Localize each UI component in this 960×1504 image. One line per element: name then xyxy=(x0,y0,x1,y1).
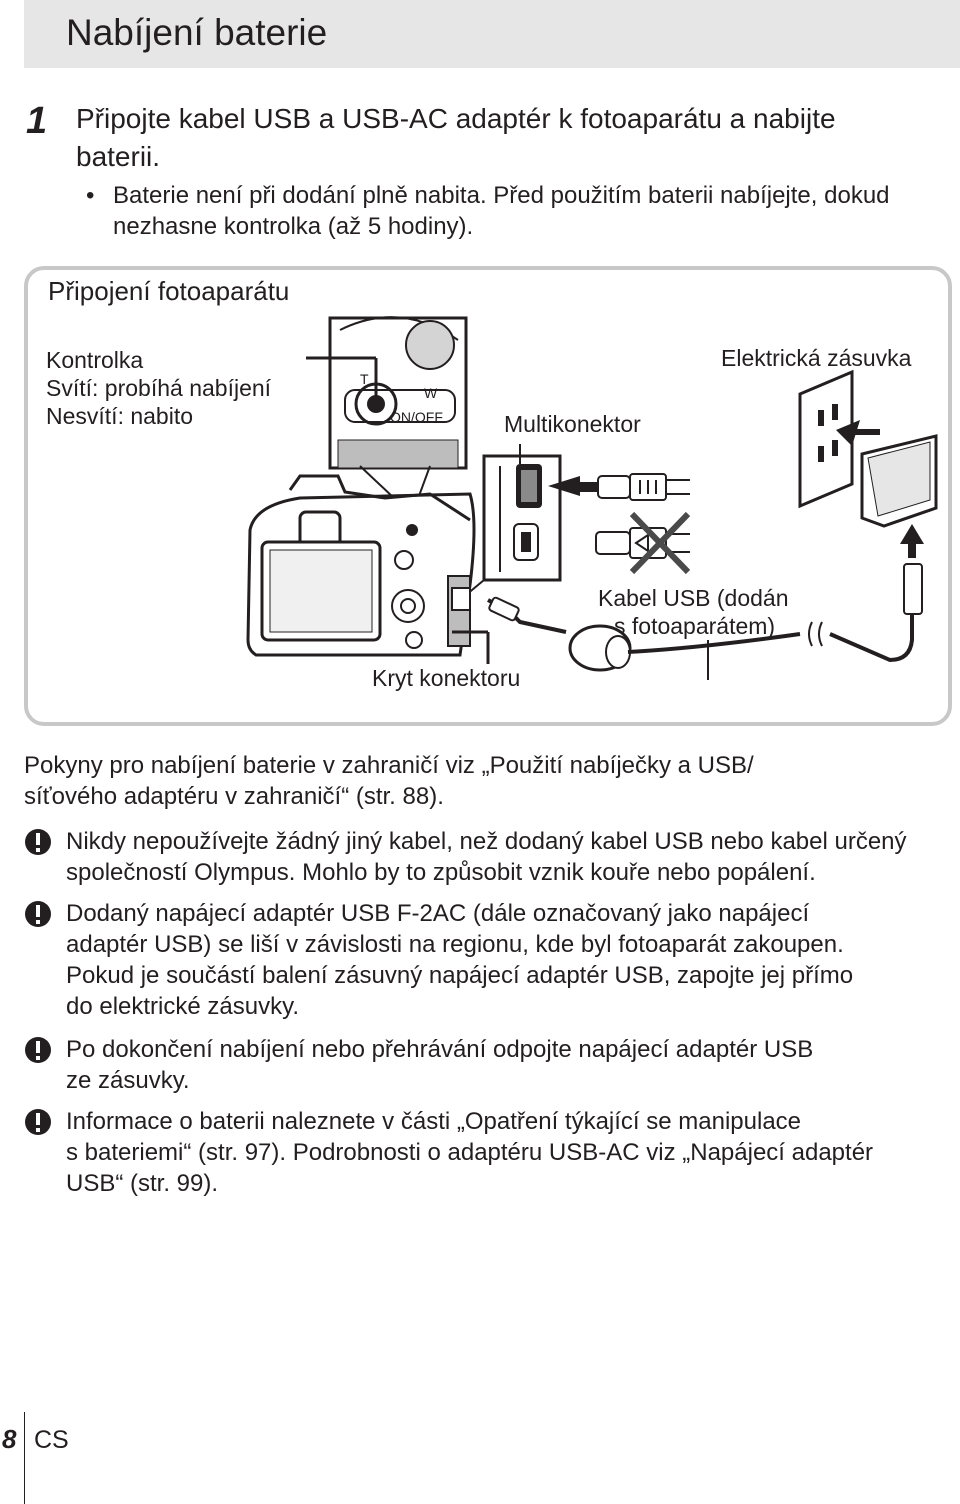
language-code: CS xyxy=(34,1426,69,1454)
bullet-text-line-2: nezhasne kontrolka (až 5 hodiny). xyxy=(113,213,474,240)
warning-line: do elektrické zásuvky. xyxy=(66,993,299,1020)
warning-line: společností Olympus. Mohlo by to způsobi… xyxy=(66,859,816,886)
step-instruction: Připojte kabel USB a USB-AC adaptér k fo… xyxy=(76,100,946,176)
page-number: 8 xyxy=(2,1424,17,1454)
label-sviti: Svítí: probíhá nabíjení xyxy=(46,375,272,401)
footer-divider xyxy=(24,1412,25,1504)
label-nesviti: Nesvítí: nabito xyxy=(46,403,194,429)
warning-line: ze zásuvky. xyxy=(66,1067,190,1094)
warning-icon xyxy=(25,1037,51,1063)
foreign-charging-note: Pokyny pro nabíjení baterie v zahraničí … xyxy=(24,750,944,812)
warning-text: Po dokončení nabíjení nebo přehrávání od… xyxy=(66,1034,956,1096)
step-instruction-line-2: baterii. xyxy=(76,141,161,172)
label-multikonektor: Multikonektor xyxy=(504,411,641,437)
label-kryt-konektoru: Kryt konektoru xyxy=(372,665,521,691)
warning-text: Informace o baterii naleznete v části „O… xyxy=(66,1106,956,1199)
warning-line: Nikdy nepoužívejte žádný jiný kabel, než… xyxy=(66,828,907,855)
warning-text: Nikdy nepoužívejte žádný jiný kabel, než… xyxy=(66,826,956,888)
title-bar: Nabíjení baterie xyxy=(24,0,960,68)
warning-line: adaptér USB) se liší v závislosti na reg… xyxy=(66,931,844,958)
note-line-2: síťového adaptéru v zahraničí“ (str. 88)… xyxy=(24,783,444,810)
step-number: 1 xyxy=(26,100,48,142)
connection-diagram-box xyxy=(24,266,952,726)
warning-text: Dodaný napájecí adaptér USB F-2AC (dále … xyxy=(66,898,956,1022)
label-kabel-usb-2: s fotoaparátem) xyxy=(614,613,776,639)
page-title: Nabíjení baterie xyxy=(66,12,328,53)
warning-line: Informace o baterii naleznete v části „O… xyxy=(66,1108,802,1135)
warning-icon xyxy=(25,1109,51,1135)
warning-line: Po dokončení nabíjení nebo přehrávání od… xyxy=(66,1036,814,1063)
warning-icon xyxy=(25,901,51,927)
warning-line: Dodaný napájecí adaptér USB F-2AC (dále … xyxy=(66,900,810,927)
warning-icon xyxy=(25,829,51,855)
bullet-dot: • xyxy=(86,182,95,209)
bullet-text-line-1: Baterie není při dodání plně nabita. Pře… xyxy=(113,182,890,209)
label-elektricka-zasuvka: Elektrická zásuvka xyxy=(721,345,912,371)
warning-line: USB“ (str. 99). xyxy=(66,1170,219,1197)
warning-line: Pokud je součástí balení zásuvný napájec… xyxy=(66,962,854,989)
label-kabel-usb-1: Kabel USB (dodán xyxy=(598,585,789,611)
step-instruction-line-1: Připojte kabel USB a USB-AC adaptér k fo… xyxy=(76,103,836,134)
diagram-title: Připojení fotoaparátu xyxy=(48,276,290,306)
label-kontrolka: Kontrolka xyxy=(46,347,144,373)
bullet-text: Baterie není při dodání plně nabita. Pře… xyxy=(113,180,958,242)
warning-line: s bateriemi“ (str. 97). Podrobnosti o ad… xyxy=(66,1139,874,1166)
note-line-1: Pokyny pro nabíjení baterie v zahraničí … xyxy=(24,752,754,779)
